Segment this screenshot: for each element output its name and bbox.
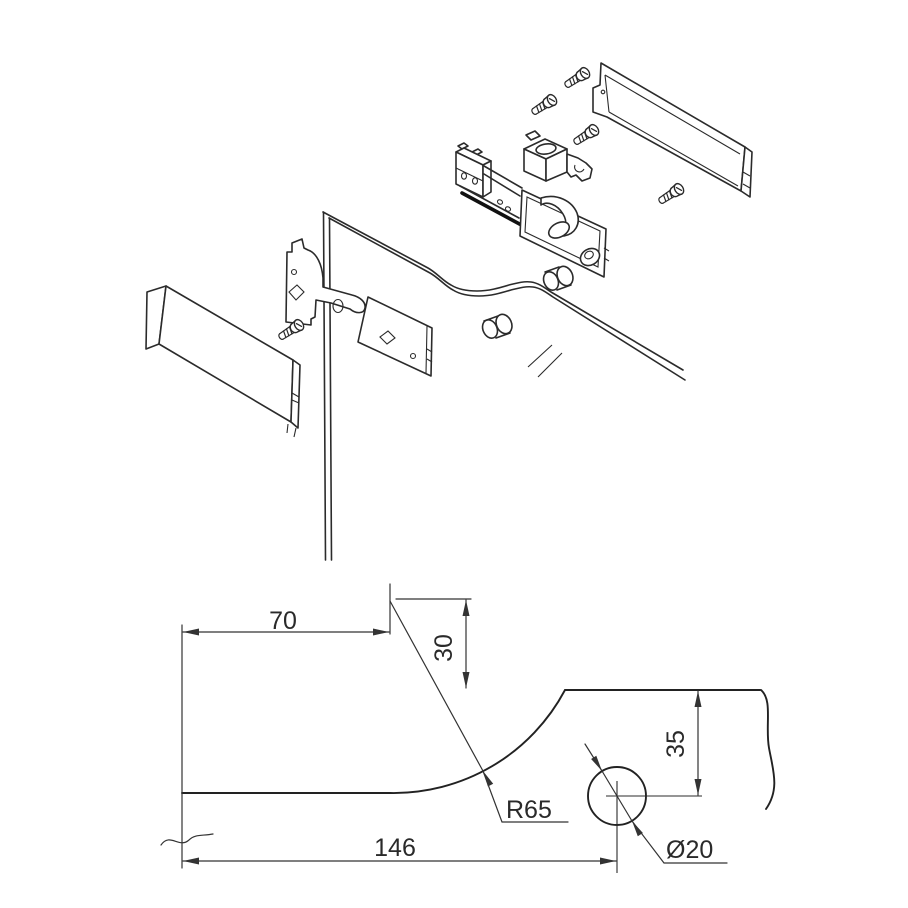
- glass-top-edge: [322, 211, 684, 371]
- dim-35: 35: [662, 690, 702, 796]
- glass-hatch-marks: [527, 344, 563, 378]
- exploded-view: [145, 62, 753, 561]
- dim-146: 146: [160, 833, 617, 865]
- keeper-block: [523, 130, 593, 182]
- arm-hole: [332, 298, 344, 314]
- seat-hole: [535, 143, 557, 155]
- bushing-lower: [481, 313, 513, 339]
- dim-label-70: 70: [269, 607, 297, 635]
- screw-icon: [561, 65, 593, 92]
- round-hole: [409, 352, 417, 360]
- dim-label-dia20: Ø20: [666, 836, 713, 864]
- dim-label-35: 35: [662, 730, 690, 758]
- boss: [579, 247, 601, 267]
- screw-icon: [570, 122, 602, 149]
- screw-icon: [528, 92, 560, 119]
- bushing-upper: [542, 265, 574, 291]
- cover-plate-left: [145, 285, 301, 438]
- screw-icon: [655, 181, 687, 208]
- dim-r65: R65: [389, 600, 569, 824]
- dim-label-r65: R65: [506, 796, 552, 824]
- rail-lines: [459, 165, 523, 219]
- profile-outline: [181, 689, 761, 794]
- hole-feature: Ø20: [584, 743, 728, 873]
- radius-line: [389, 600, 484, 772]
- break-line-right: [760, 689, 776, 810]
- leader-diagonal: [601, 770, 633, 822]
- plate-hole: [600, 89, 606, 95]
- round-hole: [290, 268, 298, 276]
- leader-lower: [631, 820, 728, 864]
- dim-30: 30: [395, 598, 472, 689]
- backing-plate: [357, 296, 433, 377]
- keeper-plate-left: [285, 238, 366, 326]
- lock-body: [455, 142, 610, 278]
- dim-70: 70: [181, 583, 391, 869]
- glass-left-edge: [322, 211, 333, 561]
- square-hole: [379, 330, 396, 345]
- dim-label-146: 146: [374, 834, 416, 862]
- square-hole: [288, 284, 305, 301]
- glass-panel: [322, 211, 686, 561]
- cover-plate-right-face: [592, 62, 746, 192]
- leader-line: [482, 770, 569, 823]
- dim-label-30: 30: [430, 634, 458, 662]
- keeper-fork: [566, 153, 593, 182]
- dimension-drawing: 70 30 35 R65: [160, 583, 776, 873]
- break-squiggle: [160, 833, 214, 846]
- cover-plate-right: [592, 62, 753, 198]
